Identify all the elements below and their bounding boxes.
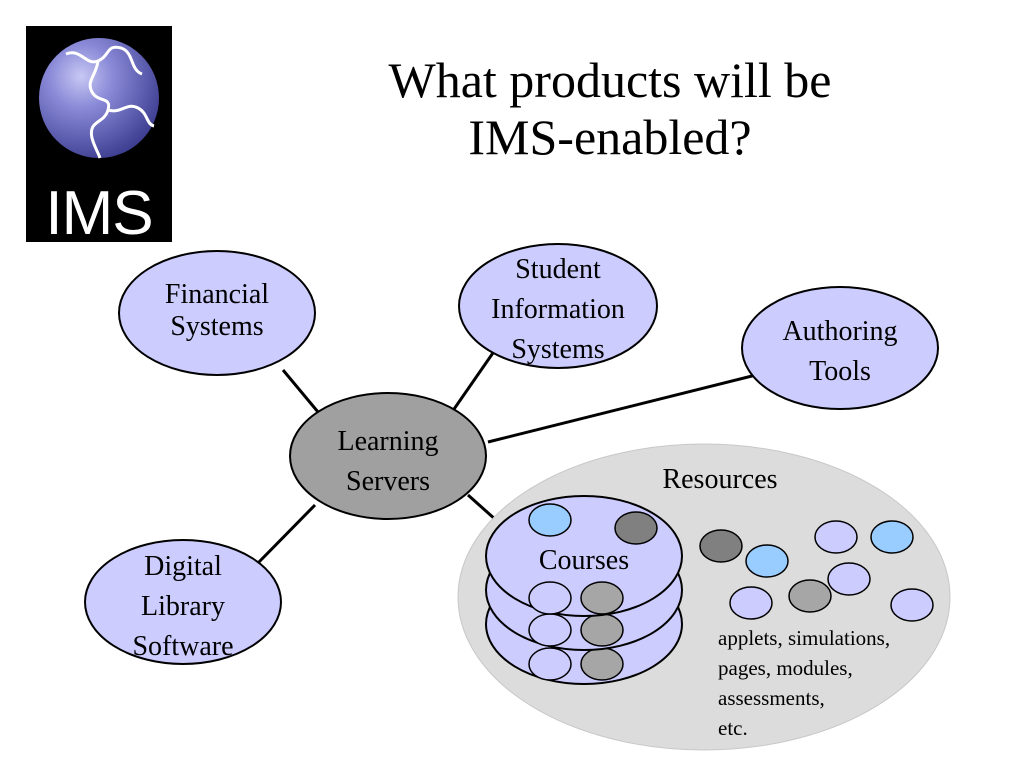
resource-item bbox=[814, 520, 858, 554]
label-line: Digital bbox=[144, 551, 222, 582]
label-line: Courses bbox=[538, 545, 630, 576]
label-line: Student bbox=[515, 254, 601, 285]
label-line: Software bbox=[132, 631, 234, 662]
course-item bbox=[580, 647, 624, 681]
connector-resources bbox=[467, 493, 497, 522]
note-line: etc. bbox=[718, 716, 748, 740]
label-authoring-tools: Authoring Tools bbox=[760, 312, 920, 392]
resource-notes: applets, simulations, pages, modules, as… bbox=[718, 623, 890, 743]
logo-text: IMS bbox=[45, 179, 153, 243]
page-title: What products will be IMS-enabled? bbox=[270, 52, 950, 166]
node-authoring-tools bbox=[741, 286, 939, 410]
connector-financial bbox=[281, 369, 320, 413]
resource-item bbox=[870, 520, 914, 554]
title-line-1: What products will be bbox=[388, 52, 832, 108]
connector-authoring bbox=[487, 372, 761, 444]
label-student-information-systems: Student Information Systems bbox=[473, 250, 643, 370]
label-digital-library-software: Digital Library Software bbox=[103, 547, 263, 667]
globe-puzzle-icon bbox=[39, 38, 159, 159]
connector-student bbox=[450, 349, 497, 413]
label-line: Learning bbox=[337, 426, 439, 457]
label-courses: Courses bbox=[514, 545, 654, 577]
label-line: Library bbox=[141, 591, 225, 622]
node-financial-systems bbox=[118, 250, 316, 376]
connector-digital bbox=[256, 503, 317, 565]
label-line: Servers bbox=[346, 466, 430, 497]
resource-item bbox=[729, 586, 773, 620]
label-financial-systems: Financial Systems bbox=[137, 279, 297, 343]
note-line: applets, simulations, bbox=[718, 626, 891, 650]
course-item bbox=[528, 647, 572, 681]
note-line: pages, modules, bbox=[718, 656, 853, 680]
course-item bbox=[528, 581, 572, 615]
course-item bbox=[528, 613, 572, 647]
label-line: Authoring bbox=[782, 316, 898, 347]
ims-logo: IMS bbox=[26, 26, 172, 242]
label-line: Systems bbox=[511, 334, 605, 365]
label-line: Systems bbox=[170, 311, 264, 342]
resource-item bbox=[699, 529, 743, 563]
resource-item bbox=[827, 562, 871, 596]
resource-item bbox=[745, 544, 789, 578]
note-line: assessments, bbox=[718, 686, 825, 710]
label-line: Information bbox=[491, 294, 625, 325]
resource-item bbox=[788, 579, 832, 613]
course-item bbox=[580, 581, 624, 615]
label-learning-servers: Learning Servers bbox=[308, 422, 468, 502]
label-line: Tools bbox=[809, 356, 871, 387]
label-line: Resources bbox=[662, 464, 778, 495]
course-item bbox=[580, 613, 624, 647]
course-item bbox=[528, 503, 572, 537]
course-item bbox=[614, 511, 658, 545]
node-student-information-systems bbox=[458, 243, 658, 369]
node-digital-library-software bbox=[84, 539, 282, 665]
label-line: Financial bbox=[164, 279, 270, 310]
resource-item bbox=[890, 588, 934, 622]
title-line-2: IMS-enabled? bbox=[468, 109, 752, 165]
node-learning-servers bbox=[289, 392, 487, 520]
label-resources: Resources bbox=[630, 464, 810, 496]
